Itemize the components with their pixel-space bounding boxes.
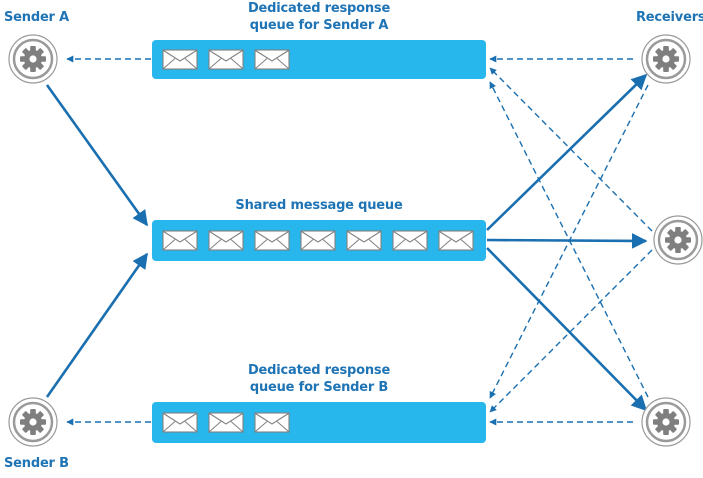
dash-r3-to-queue-a <box>489 81 649 398</box>
envelope-icon <box>300 230 336 251</box>
sender-b-label: Sender B <box>4 456 69 471</box>
sender-a-node <box>8 34 58 84</box>
receiver-top-node <box>641 34 691 84</box>
envelope-icon <box>438 230 474 251</box>
arrow-shared-to-receiver-mid <box>486 233 648 249</box>
shared-queue-messages <box>162 230 474 251</box>
envelope-icon <box>346 230 382 251</box>
envelope-icon <box>392 230 428 251</box>
arrow-shared-to-receiver-bottom <box>486 247 648 412</box>
queue-b-messages <box>162 412 290 433</box>
queue-a-title-line2: queue for Sender A <box>249 18 389 33</box>
dash-r1-to-queue-b <box>489 84 649 399</box>
envelope-icon <box>208 49 244 70</box>
sender-a-label: Sender A <box>4 10 69 25</box>
envelope-icon <box>208 230 244 251</box>
queue-a-title-line1: Dedicated response <box>247 1 391 16</box>
gear-icon <box>653 409 679 435</box>
envelope-icon <box>162 412 198 433</box>
receiver-middle-node <box>653 215 703 265</box>
envelope-icon <box>254 230 290 251</box>
queue-b-title-line1: Dedicated response <box>247 363 391 378</box>
sender-b-node <box>8 397 58 447</box>
arrow-sender-a-to-shared <box>45 84 149 227</box>
queue-b-title: Dedicated response queue for Sender B <box>219 362 419 396</box>
envelope-icon <box>162 49 198 70</box>
envelope-icon <box>208 412 244 433</box>
envelope-icon <box>254 412 290 433</box>
queue-b-title-line2: queue for Sender B <box>249 380 389 395</box>
envelope-icon <box>162 230 198 251</box>
nodes <box>8 34 703 447</box>
queue-sender-a <box>152 40 486 79</box>
receiver-bottom-node <box>641 397 691 447</box>
shared-queue-title: Shared message queue <box>235 198 403 213</box>
arrow-sender-b-to-shared <box>45 252 149 398</box>
gear-icon <box>665 227 691 253</box>
envelope-icon <box>254 49 290 70</box>
dash-r2-to-queue-a <box>489 67 653 232</box>
receivers-label: Receivers <box>636 10 703 25</box>
gear-icon <box>20 409 46 435</box>
arrow-shared-to-receiver-top <box>486 73 648 231</box>
dashed-arrows <box>66 55 653 426</box>
queue-a-messages <box>162 49 290 70</box>
queue-sender-b <box>152 402 486 443</box>
dash-r2-to-queue-b <box>489 249 653 413</box>
solid-arrows <box>45 73 648 412</box>
queue-a-title: Dedicated response queue for Sender A <box>219 0 419 34</box>
gear-icon <box>653 46 679 72</box>
gear-icon <box>20 46 46 72</box>
